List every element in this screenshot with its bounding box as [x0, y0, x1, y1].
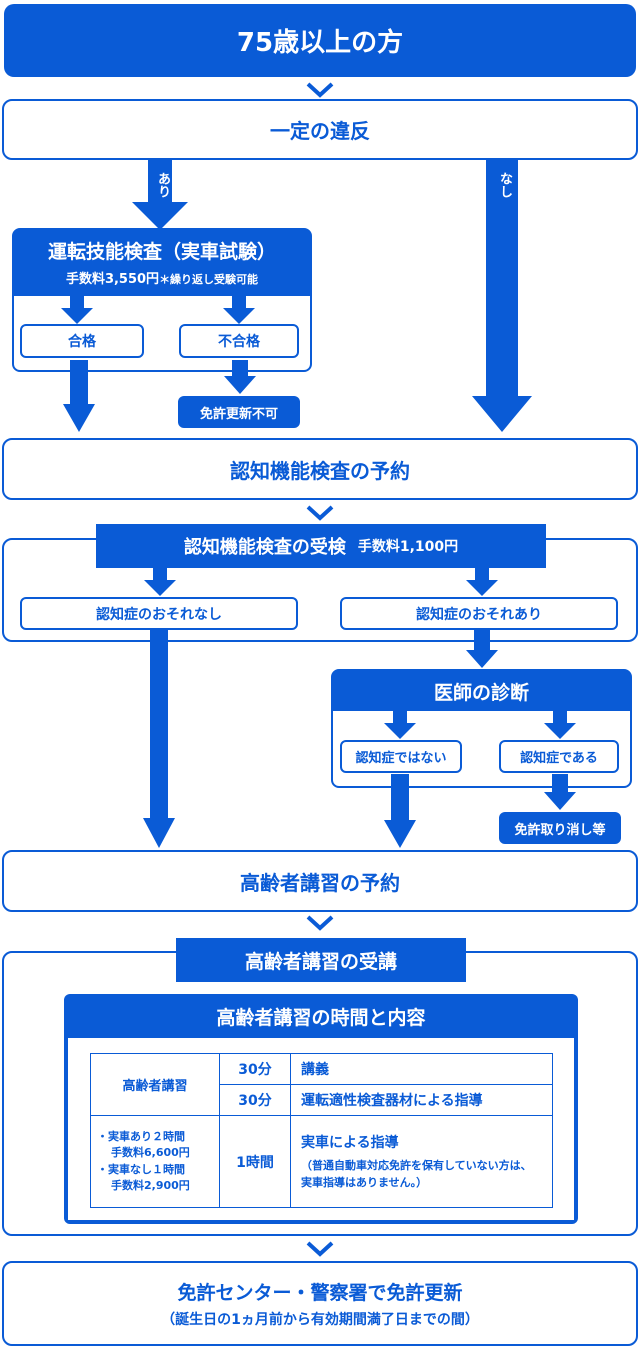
lecture-title: 高齢者講習の受講	[244, 950, 397, 973]
diagnosis-title: 医師の診断	[433, 681, 529, 704]
lecture-time: 30分	[219, 1084, 291, 1116]
dementia-result-tag: 免許取り消し等	[499, 812, 621, 844]
not-dementia-label: 認知症ではない	[355, 751, 447, 766]
pass-arrow-down	[63, 360, 95, 432]
violation-box: 一定の違反	[2, 99, 638, 160]
fail-arrow-down	[224, 360, 256, 394]
lecture-reservation-label: 高齢者講習の予約	[240, 870, 400, 895]
risk-label: 認知症のおそれあり	[416, 606, 542, 623]
cognitive-exam-fee: 手数料1,100円	[357, 539, 459, 555]
chevron-down-icon	[306, 915, 334, 931]
page-title: 75歳以上の方	[236, 28, 404, 58]
lecture-content: 運転適性検査器材による指導	[290, 1084, 553, 1116]
fail-box: 不合格	[179, 324, 299, 358]
fee-line: 手数料6,600円	[111, 1146, 190, 1159]
cognitive-exam-header: 認知機能検査の受検 手数料1,100円	[96, 524, 546, 568]
final-subtitle: （誕生日の1ヵ月前から有効期間満了日までの間）	[161, 1312, 479, 1328]
fail-result-label: 免許更新不可	[199, 406, 278, 422]
not-dementia-arrow-down	[384, 774, 416, 848]
lecture-content: 講義	[290, 1053, 553, 1085]
page-title-box: 75歳以上の方	[4, 4, 636, 77]
practice-note: （普通自動車対応免許を保有していない方は、実車指導はありません。）	[301, 1159, 532, 1189]
fail-label: 不合格	[218, 334, 260, 350]
dementia-box: 認知症である	[499, 740, 619, 773]
final-title: 免許センター・警察署で免許更新	[177, 1282, 463, 1304]
risk-arrow-in	[466, 568, 498, 596]
practice-cell: 実車による指導 （普通自動車対応免許を保有していない方は、実車指導はありません。…	[290, 1115, 553, 1208]
no-risk-label: 認知症のおそれなし	[96, 606, 222, 623]
fail-arrow-in	[223, 294, 255, 324]
dementia-result-label: 免許取り消し等	[514, 822, 606, 838]
driving-test-fee: 手数料3,550円	[65, 272, 160, 287]
not-dementia-box: 認知症ではない	[340, 740, 462, 773]
dementia-arrow-in	[544, 709, 576, 739]
practice-content: 実車による指導	[301, 1135, 399, 1151]
driving-test-title: 運転技能検査（実車試験）	[47, 241, 276, 263]
dementia-arrow-down	[544, 774, 576, 810]
no-risk-arrow-in	[144, 568, 176, 596]
not-dementia-arrow-in	[384, 709, 416, 739]
no-risk-box: 認知症のおそれなし	[20, 597, 298, 630]
risk-box: 認知症のおそれあり	[340, 597, 618, 630]
risk-arrow-down	[466, 630, 498, 668]
fee-line: 手数料2,900円	[111, 1179, 190, 1192]
violation-label: 一定の違反	[270, 119, 370, 143]
pass-arrow-in	[61, 294, 93, 324]
practice-time: 1時間	[219, 1115, 291, 1208]
lecture-content-title: 高齢者講習の時間と内容	[216, 1006, 426, 1029]
yes-label: あり	[155, 172, 170, 198]
pass-label: 合格	[68, 334, 96, 350]
cognitive-exam-title: 認知機能検査の受検	[183, 537, 346, 558]
lecture-row-header: 高齢者講習	[90, 1053, 220, 1116]
final-box: 免許センター・警察署で免許更新 （誕生日の1ヵ月前から有効期間満了日までの間）	[2, 1261, 638, 1346]
dementia-label: 認知症である	[520, 751, 598, 766]
chevron-down-icon	[306, 82, 334, 98]
no-arrow	[472, 160, 532, 432]
no-label: なし	[497, 172, 512, 198]
cognitive-reservation-label: 認知機能検査の予約	[230, 458, 410, 483]
lecture-time: 30分	[219, 1053, 291, 1085]
chevron-down-icon	[306, 505, 334, 521]
lecture-header: 高齢者講習の受講	[176, 938, 466, 982]
pass-box: 合格	[20, 324, 144, 358]
no-risk-arrow-down	[143, 630, 175, 848]
lecture-fee-cell: ・実車あり２時間 手数料6,600円 ・実車なし１時間 手数料2,900円	[90, 1115, 220, 1208]
yes-arrow	[132, 160, 188, 230]
cognitive-reservation-box: 認知機能検査の予約	[2, 438, 638, 500]
fee-line: ・実車あり２時間	[97, 1129, 185, 1143]
lecture-table: 高齢者講習 30分 講義 30分 運転適性検査器材による指導 ・実車あり２時間 …	[90, 1053, 553, 1208]
lecture-reservation-box: 高齢者講習の予約	[2, 850, 638, 912]
driving-test-note: ＊繰り返し受験可能	[159, 273, 259, 286]
chevron-down-icon	[306, 1241, 334, 1257]
fail-result-tag: 免許更新不可	[178, 396, 300, 428]
fee-line: ・実車なし１時間	[97, 1162, 185, 1176]
